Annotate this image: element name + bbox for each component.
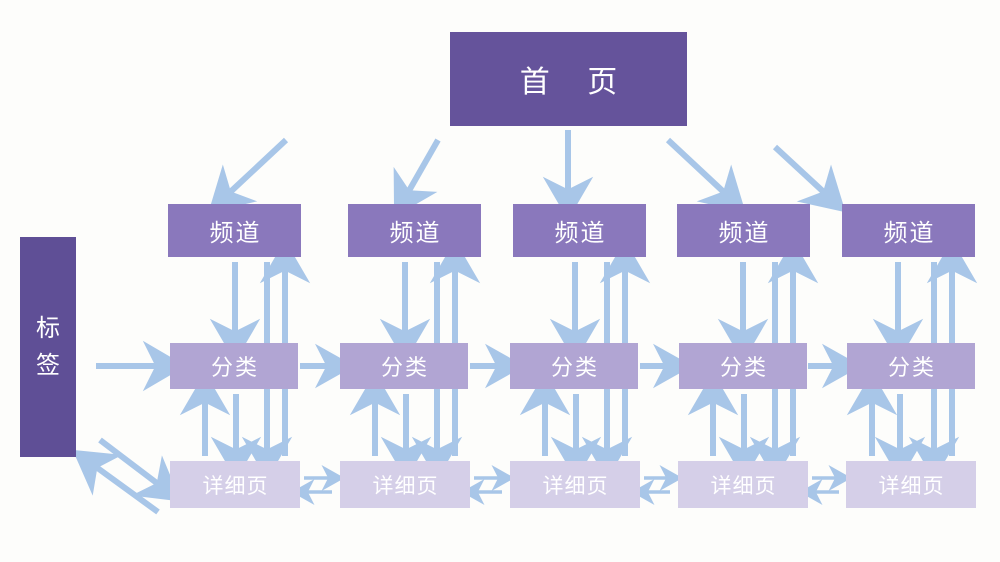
node-category-2[interactable]: 分类 (340, 343, 468, 389)
node-homepage[interactable]: 首 页 (450, 32, 687, 126)
node-channel-1[interactable]: 频道 (168, 204, 301, 257)
node-category-3[interactable]: 分类 (510, 343, 638, 389)
node-detail-2[interactable]: 详细页 (340, 461, 470, 508)
node-category-5[interactable]: 分类 (847, 343, 975, 389)
node-detail-3[interactable]: 详细页 (510, 461, 640, 508)
node-detail-5[interactable]: 详细页 (846, 461, 976, 508)
node-channel-2[interactable]: 频道 (348, 204, 481, 257)
node-tag-rail[interactable]: 标 签 (20, 237, 76, 457)
tag-char-2: 签 (36, 351, 60, 379)
node-category-1[interactable]: 分类 (170, 343, 298, 389)
node-channel-3[interactable]: 频道 (513, 204, 646, 257)
node-channel-5[interactable]: 频道 (842, 204, 975, 257)
tag-char-1: 标 (36, 313, 60, 342)
node-channel-4[interactable]: 频道 (677, 204, 810, 257)
node-category-4[interactable]: 分类 (679, 343, 807, 389)
node-detail-4[interactable]: 详细页 (678, 461, 808, 508)
node-detail-1[interactable]: 详细页 (170, 461, 300, 508)
